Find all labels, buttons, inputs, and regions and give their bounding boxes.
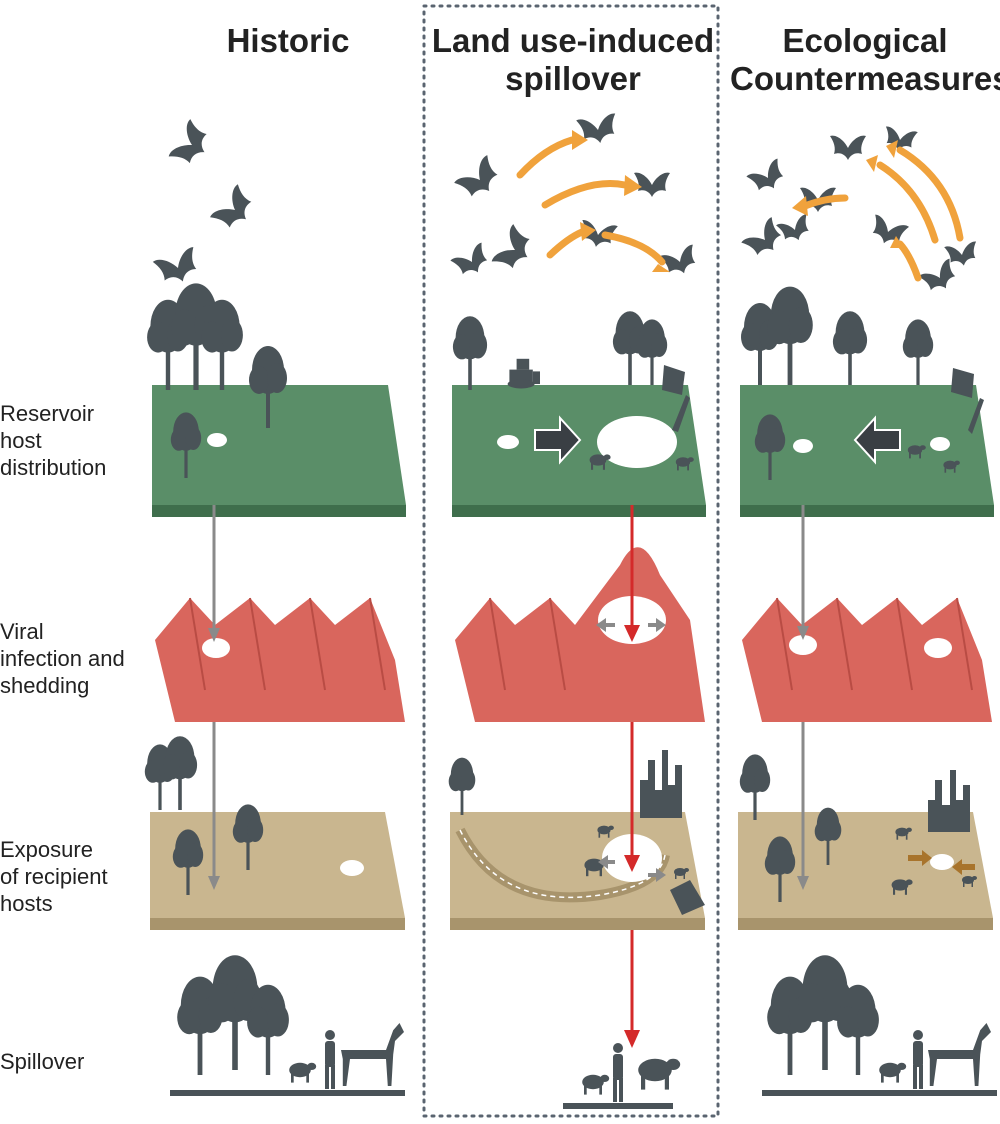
viral-hole-arrows bbox=[596, 618, 666, 632]
exposure-hole-arrows bbox=[598, 855, 666, 882]
block-arrows bbox=[534, 415, 901, 465]
row-label-exposure-recipient-hosts: Exposure of recipient hosts bbox=[0, 836, 108, 917]
column-title-line-1: Historic bbox=[226, 22, 350, 59]
city-skyline-icons bbox=[640, 750, 970, 832]
reservoir-layer-historic bbox=[152, 385, 406, 517]
row-label-line: shedding bbox=[0, 673, 90, 698]
column-title-historic: Historic bbox=[188, 22, 388, 60]
row-label-line: of recipient bbox=[0, 864, 108, 889]
column-title-land-use-spillover: Land use-induced spillover bbox=[428, 22, 718, 98]
spillover-landuse bbox=[563, 1043, 681, 1109]
baseline-flow-arrows bbox=[208, 505, 809, 890]
row-label-line: infection and bbox=[0, 646, 125, 671]
row-label-line: Reservoir bbox=[0, 401, 95, 426]
column-title-line-1: Land use-induced bbox=[431, 22, 715, 59]
column-title-line-2: spillover bbox=[505, 60, 641, 97]
highlight-panel-border bbox=[422, 4, 720, 1118]
reservoir-holes bbox=[207, 416, 950, 468]
row-label-line: Exposure bbox=[0, 837, 93, 862]
row-label-spillover: Spillover bbox=[0, 1048, 84, 1075]
column-title-ecological-countermeasures: Ecological Countermeasures bbox=[730, 22, 1000, 98]
reservoir-layer-landuse bbox=[452, 385, 706, 517]
row-label-line: Viral bbox=[0, 619, 44, 644]
row-label-line: Spillover bbox=[0, 1049, 85, 1074]
bat-movement-arrowheads bbox=[572, 130, 904, 272]
column-title-line-2: Countermeasures bbox=[730, 60, 1000, 97]
viral-layer-countermeasures bbox=[742, 597, 992, 722]
row-label-line: host bbox=[0, 428, 42, 453]
viral-layer-historic bbox=[155, 597, 405, 722]
spillover-flow-arrows bbox=[624, 505, 640, 1048]
row-label-viral-infection-shedding: Viral infection and shedding bbox=[0, 618, 125, 699]
viral-layer-landuse bbox=[455, 547, 705, 722]
exposure-layers bbox=[150, 812, 993, 930]
exposure-orange-arrows bbox=[908, 850, 975, 875]
row-label-line: distribution bbox=[0, 455, 107, 480]
spillover-scenes bbox=[170, 955, 997, 1109]
row-label-line: hosts bbox=[0, 891, 53, 916]
spillover-countermeasures bbox=[762, 955, 997, 1096]
machine-icons bbox=[662, 365, 984, 434]
row-label-reservoir-host-distribution: Reservoir host distribution bbox=[0, 400, 106, 481]
column-title-line-1: Ecological bbox=[782, 22, 948, 59]
bat-movement-arrows bbox=[516, 136, 964, 282]
viral-layers bbox=[155, 547, 992, 722]
exposure-animals bbox=[584, 825, 977, 915]
exposure-layer-landuse bbox=[450, 812, 705, 930]
spillover-historic bbox=[170, 955, 405, 1096]
